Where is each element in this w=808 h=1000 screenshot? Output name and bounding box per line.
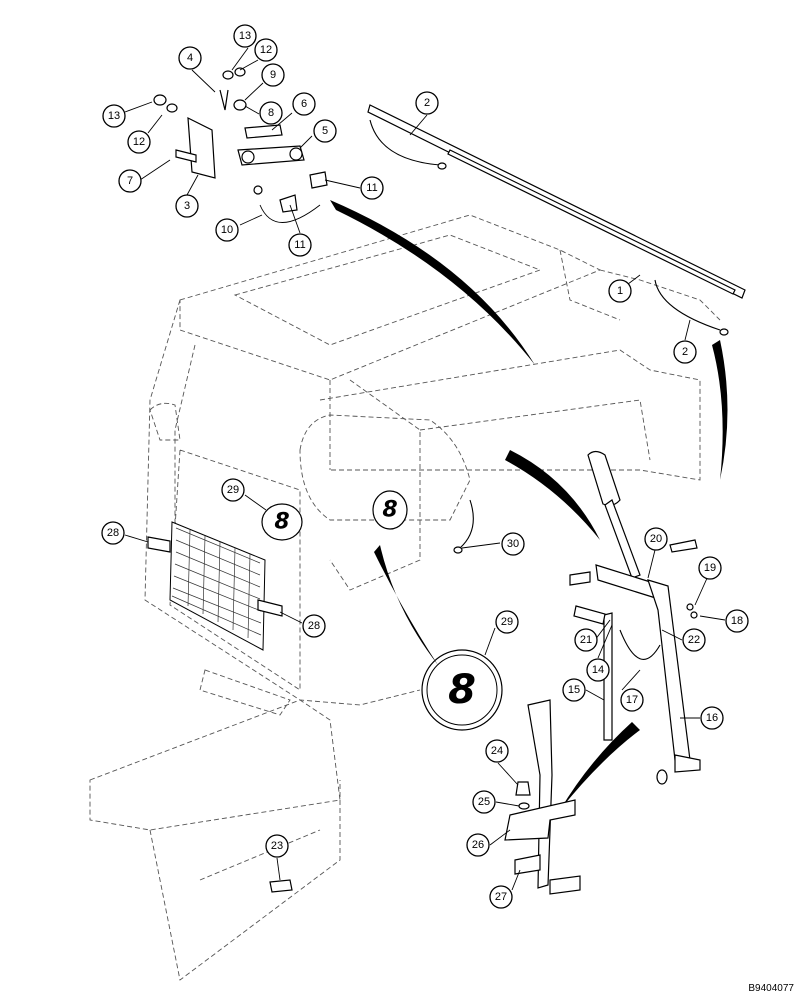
svg-text:17: 17 [626, 694, 638, 706]
callouts: 1 2 2 3 4 5 6 7 8 9 10 11 11 12 12 13 13… [101, 24, 749, 909]
svg-text:16: 16 [706, 712, 718, 724]
callout-2: 2 [673, 340, 697, 364]
callout-29: 29 [495, 610, 519, 634]
svg-text:6: 6 [301, 98, 307, 110]
svg-text:18: 18 [731, 615, 743, 627]
callout-22: 22 [682, 628, 706, 652]
svg-text:29: 29 [227, 484, 239, 496]
svg-text:13: 13 [108, 110, 120, 122]
callout-23: 23 [265, 834, 289, 858]
decal-8-panel: 8 [261, 503, 303, 541]
svg-text:12: 12 [133, 136, 145, 148]
radiator-grille [169, 521, 266, 651]
callout-21: 21 [574, 628, 598, 652]
svg-text:2: 2 [424, 97, 430, 109]
decal-28-left [147, 536, 171, 553]
callout-25: 25 [472, 790, 496, 814]
callout-30: 30 [501, 532, 525, 556]
callout-24: 24 [485, 739, 509, 763]
svg-text:11: 11 [294, 239, 305, 251]
callout-16: 16 [700, 706, 724, 730]
strut-assembly [367, 104, 746, 336]
svg-text:12: 12 [260, 44, 272, 56]
callout-6: 6 [292, 92, 316, 116]
control-lever-assembly [569, 450, 701, 785]
callout-12: 12 [254, 38, 278, 62]
callout-13: 13 [102, 104, 126, 128]
decal-23 [269, 879, 293, 893]
callout-leaders [124, 47, 726, 891]
decal-digit-panel: 8 [274, 510, 289, 535]
lower-bracket-assembly [504, 699, 581, 895]
figure-code: B9404077 [748, 983, 794, 994]
callout-12: 12 [127, 130, 151, 154]
svg-text:25: 25 [478, 796, 490, 808]
svg-text:26: 26 [472, 839, 484, 851]
callout-28: 28 [101, 521, 125, 545]
svg-text:14: 14 [592, 664, 604, 676]
decal-8-detail: 8 [421, 649, 503, 731]
svg-text:10: 10 [221, 224, 233, 236]
svg-text:28: 28 [107, 527, 119, 539]
callout-7: 7 [118, 169, 142, 193]
callout-3: 3 [175, 194, 199, 218]
callout-1: 1 [608, 279, 632, 303]
flow-bands [330, 200, 728, 810]
decal-digit-arm: 8 [382, 498, 397, 523]
svg-text:19: 19 [704, 562, 716, 574]
callout-28: 28 [302, 614, 326, 638]
svg-text:11: 11 [366, 182, 377, 194]
hose-30 [453, 499, 474, 554]
svg-text:30: 30 [507, 538, 519, 550]
callout-8: 8 [259, 101, 283, 125]
svg-text:27: 27 [495, 891, 507, 903]
svg-text:28: 28 [308, 620, 320, 632]
callout-9: 9 [261, 63, 285, 87]
callout-11: 11 [288, 233, 312, 257]
callout-15: 15 [562, 678, 586, 702]
callout-4: 4 [178, 46, 202, 70]
callout-10: 10 [215, 218, 239, 242]
svg-text:29: 29 [501, 616, 513, 628]
svg-text:23: 23 [271, 840, 283, 852]
callout-20: 20 [644, 527, 668, 551]
callout-11: 11 [360, 176, 384, 200]
svg-text:7: 7 [127, 175, 133, 187]
svg-text:22: 22 [688, 634, 700, 646]
svg-text:3: 3 [184, 200, 190, 212]
callout-18: 18 [725, 609, 749, 633]
decal-28-right [257, 599, 283, 617]
decal-8-arm: 8 [372, 490, 408, 530]
svg-text:15: 15 [568, 684, 580, 696]
callout-19: 19 [698, 556, 722, 580]
callout-13: 13 [233, 24, 257, 48]
machine-body-outline [89, 214, 721, 981]
svg-text:21: 21 [580, 634, 592, 646]
svg-text:9: 9 [270, 69, 276, 81]
callout-14: 14 [586, 658, 610, 682]
svg-text:4: 4 [187, 52, 193, 64]
svg-text:20: 20 [650, 533, 662, 545]
svg-text:1: 1 [617, 285, 623, 297]
callout-17: 17 [620, 688, 644, 712]
svg-text:13: 13 [239, 30, 251, 42]
callout-26: 26 [466, 833, 490, 857]
svg-text:8: 8 [268, 107, 274, 119]
svg-text:2: 2 [682, 346, 688, 358]
callout-29: 29 [221, 478, 245, 502]
svg-text:5: 5 [322, 125, 328, 137]
callout-5: 5 [313, 119, 337, 143]
callout-27: 27 [489, 885, 513, 909]
callout-2: 2 [415, 91, 439, 115]
hinge-bracket-assembly [153, 67, 328, 223]
svg-text:24: 24 [491, 745, 503, 757]
decal-digit-detail: 8 [448, 667, 476, 713]
